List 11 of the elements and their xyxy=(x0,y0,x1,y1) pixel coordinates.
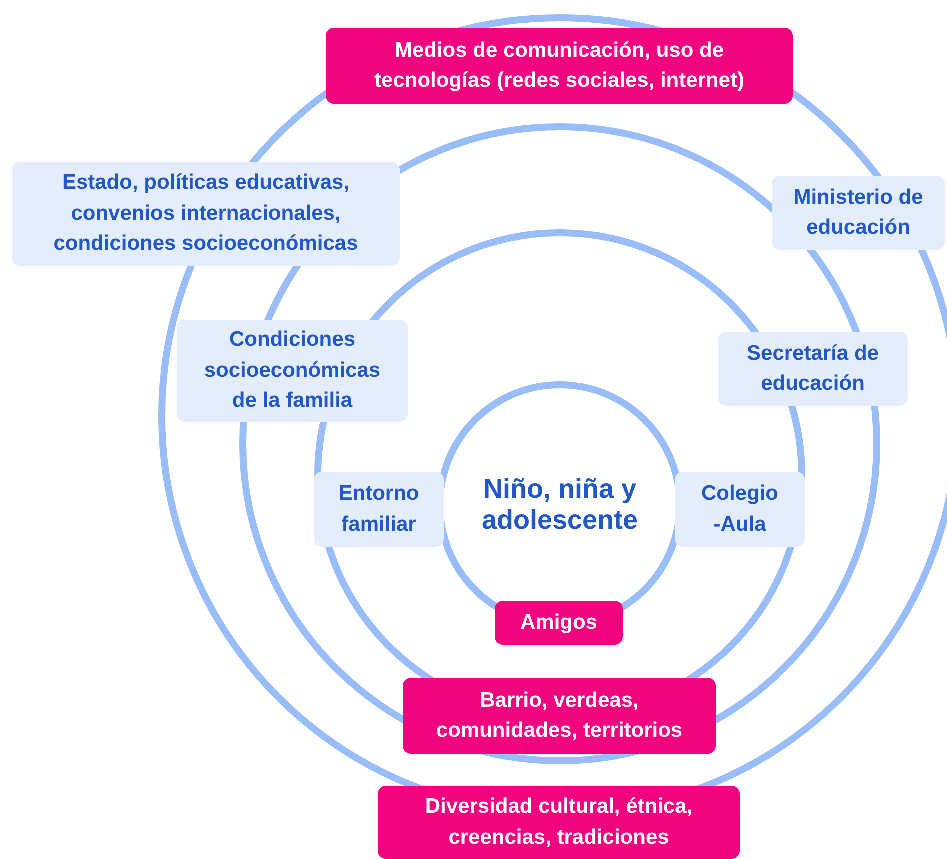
highlight-label-box: Barrio, verdeas, comunidades, territorios xyxy=(403,678,716,754)
label-box: Ministerio de educación xyxy=(772,176,945,250)
label-box: Condiciones socioeconómicas de la familia xyxy=(177,320,408,422)
label-box: Secretaría de educación xyxy=(718,332,908,406)
highlight-label-box: Medios de comunicación, uso de tecnologías (redes sociales, internet) xyxy=(326,28,793,104)
highlight-label-box: Amigos xyxy=(495,601,623,645)
label-box: Estado, políticas educativas, convenios internacionales, condiciones socioeconómicas xyxy=(12,162,400,266)
highlight-label-box: Diversidad cultural, étnica, creencias, tradiciones xyxy=(378,786,740,859)
label-box: Colegio -Aula xyxy=(675,472,805,547)
center-title: Niño, niña y adolescente xyxy=(460,465,660,545)
label-box: Entorno familiar xyxy=(314,472,444,547)
